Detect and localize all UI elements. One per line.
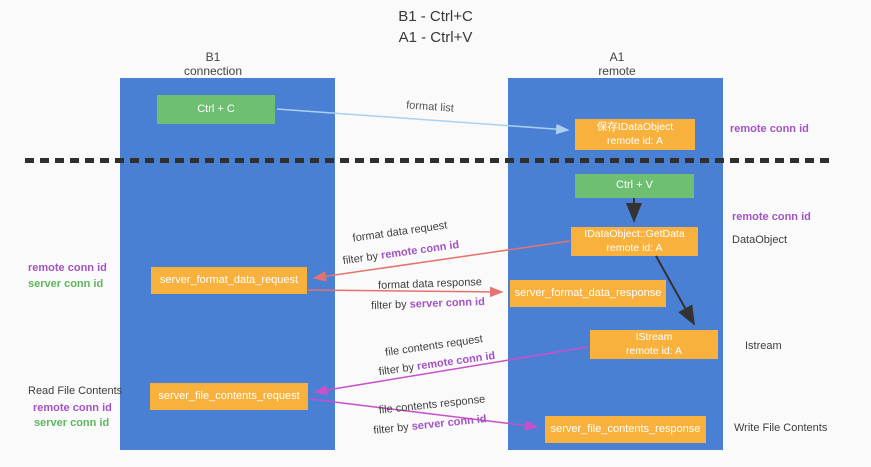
write-file-contents-label: Write File Contents <box>734 422 828 434</box>
left-remote-conn-id-2: remote conn id <box>33 402 112 414</box>
lane-header-b1: B1 connection <box>153 50 273 79</box>
node-server-format-data-response: server_format_data_response <box>510 280 666 307</box>
node-server-format-data-request-label: server_format_data_request <box>159 273 299 286</box>
diagram-title: B1 - Ctrl+C A1 - Ctrl+V <box>0 6 871 48</box>
node-save-idataobject-line1: 保存IDataObject <box>596 121 674 134</box>
label-file-contents-response: file contents response <box>378 393 486 417</box>
title-line-2: A1 - Ctrl+V <box>398 29 473 46</box>
node-server-format-data-request: server_format_data_request <box>151 267 307 294</box>
node-idataobject-getdata: IDataObject::GetData remote id: A <box>571 227 698 256</box>
istream-label: Istream <box>745 340 782 352</box>
lane-header-a1: A1 remote <box>557 50 677 79</box>
node-istream: IStream remote id: A <box>590 330 718 359</box>
lane-a1-name: A1 <box>609 50 625 64</box>
filter-prefix: filter by <box>342 249 382 268</box>
node-server-file-contents-response: server_file_contents_response <box>545 416 706 443</box>
read-file-contents-label: Read File Contents <box>28 385 123 397</box>
filter-prefix: filter by <box>372 420 413 437</box>
server-conn-id-text: server conn id <box>411 413 488 433</box>
node-ctrl-v: Ctrl + V <box>575 174 694 198</box>
node-server-file-contents-response-label: server_file_contents_response <box>550 422 701 435</box>
right-remote-conn-id-2: remote conn id <box>732 211 811 223</box>
label-filter-server-1: filter by server conn id <box>371 296 485 312</box>
session-divider-dashed-line <box>25 158 833 163</box>
node-idataobject-getdata-line1: IDataObject::GetData <box>584 228 685 241</box>
label-format-data-response: format data response <box>377 276 483 292</box>
node-ctrl-c-label: Ctrl + C <box>197 102 235 115</box>
left-remote-conn-id-1: remote conn id <box>28 262 107 274</box>
node-server-file-contents-request: server_file_contents_request <box>150 383 308 410</box>
node-istream-line2: remote id: A <box>625 344 683 357</box>
node-save-idataobject-line2: remote id: A <box>606 134 664 147</box>
right-remote-conn-id-1: remote conn id <box>730 123 809 135</box>
node-idataobject-getdata-line2: remote id: A <box>606 241 663 254</box>
lane-a1-role: remote <box>598 64 636 79</box>
remote-conn-id-text: remote conn id <box>380 238 460 262</box>
label-filter-server-2: filter by server conn id <box>373 413 487 437</box>
left-server-conn-id-2: server conn id <box>34 417 110 429</box>
lane-b1-name: B1 <box>205 50 221 64</box>
node-istream-line1: IStream <box>635 331 673 344</box>
title-line-1: B1 - Ctrl+C <box>398 8 473 25</box>
lane-b1-role: connection <box>183 64 243 79</box>
filter-prefix: filter by <box>378 360 418 379</box>
node-save-idataobject: 保存IDataObject remote id: A <box>575 119 695 150</box>
node-ctrl-c: Ctrl + C <box>157 95 275 124</box>
filter-prefix: filter by <box>370 298 410 312</box>
label-format-list: format list <box>405 99 455 115</box>
node-server-format-data-response-label: server_format_data_response <box>514 286 662 299</box>
label-format-data-request: format data request <box>351 219 449 245</box>
remote-conn-id-text: remote conn id <box>416 349 496 373</box>
node-ctrl-v-label: Ctrl + V <box>616 179 653 192</box>
server-conn-id-text: server conn id <box>409 296 486 311</box>
node-server-file-contents-request-label: server_file_contents_request <box>158 389 300 402</box>
left-server-conn-id-1: server conn id <box>28 278 104 290</box>
dataobject-label: DataObject <box>732 234 788 246</box>
